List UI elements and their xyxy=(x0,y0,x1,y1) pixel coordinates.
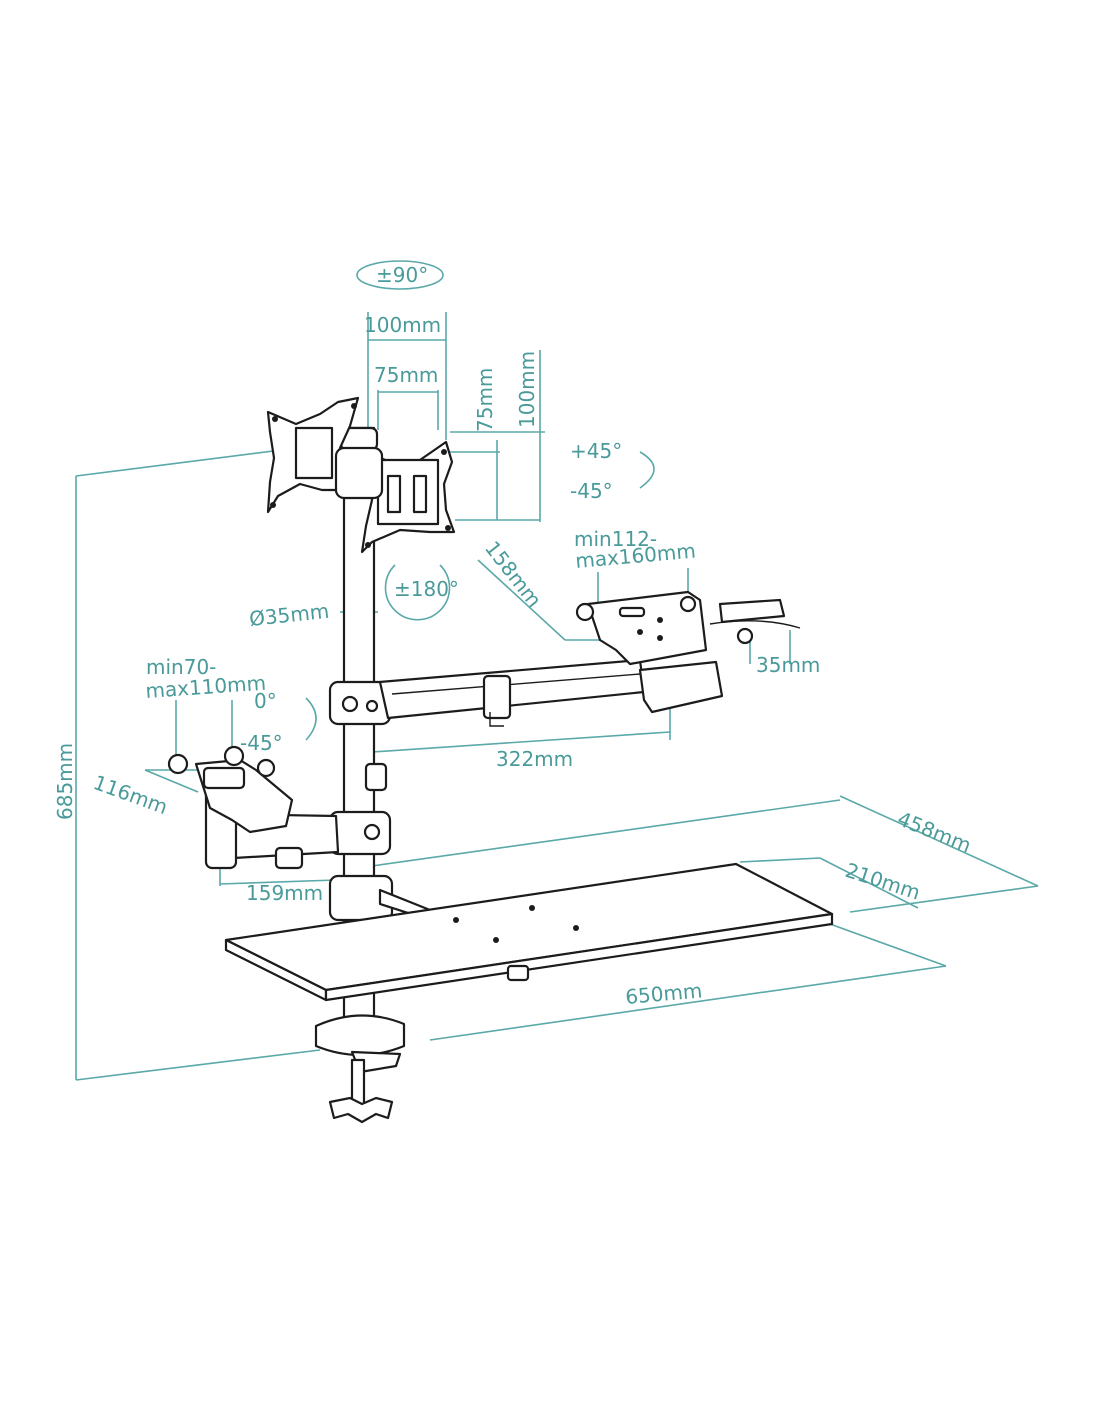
tray-depth-inner-label: 210mm xyxy=(842,858,923,905)
scanner-tilt-0-label: 0° xyxy=(254,689,277,713)
rot-pm180-label: ±180° xyxy=(394,577,459,601)
pole-diameter-label: Ø35mm xyxy=(248,599,330,631)
scanner-range-1-label: min70- xyxy=(146,655,216,679)
rotate-90-arc-icon xyxy=(356,260,444,290)
vesa-75-h-label: 75mm xyxy=(374,363,438,387)
tray-depth-outer-label: 458mm xyxy=(894,806,975,857)
laptop-clamp-label: 35mm xyxy=(756,653,820,677)
scanner-depth-label: 116mm xyxy=(90,770,171,819)
vesa-100-v-label: 100mm xyxy=(515,351,539,428)
arm-length-label: 322mm xyxy=(496,747,573,771)
rotation-arcs xyxy=(305,260,655,741)
clamp-knob xyxy=(328,1096,394,1124)
upper-arm xyxy=(378,658,646,720)
tilt-scanner-arc-icon xyxy=(305,697,317,741)
tilt-minus45-label: -45° xyxy=(570,479,613,503)
laptop-width-range-1-label: min112- xyxy=(574,527,657,551)
mount-assembly xyxy=(167,396,834,1124)
rotate-180-arc-icon xyxy=(384,564,451,621)
scanner-arm-label: 159mm xyxy=(246,881,323,905)
laptop-depth-label: 158mm xyxy=(480,536,546,612)
desk-clamp xyxy=(314,1014,406,1057)
scanner-tilt-minus45-label: -45° xyxy=(240,731,283,755)
total-height-label: 685mm xyxy=(53,743,77,820)
lower-arm-collar xyxy=(328,810,392,856)
tilt-plus45-label: +45° xyxy=(570,439,622,463)
vesa-75-v-label: 75mm xyxy=(473,368,497,432)
vesa-100-h-label: 100mm xyxy=(364,313,441,337)
laptop-side-clamp xyxy=(718,598,786,624)
rot-pm90-label: ±90° xyxy=(376,263,428,287)
tray-width-label: 650mm xyxy=(624,978,703,1009)
laptop-tray xyxy=(586,590,708,666)
tilt-45-arc-icon xyxy=(639,451,655,489)
